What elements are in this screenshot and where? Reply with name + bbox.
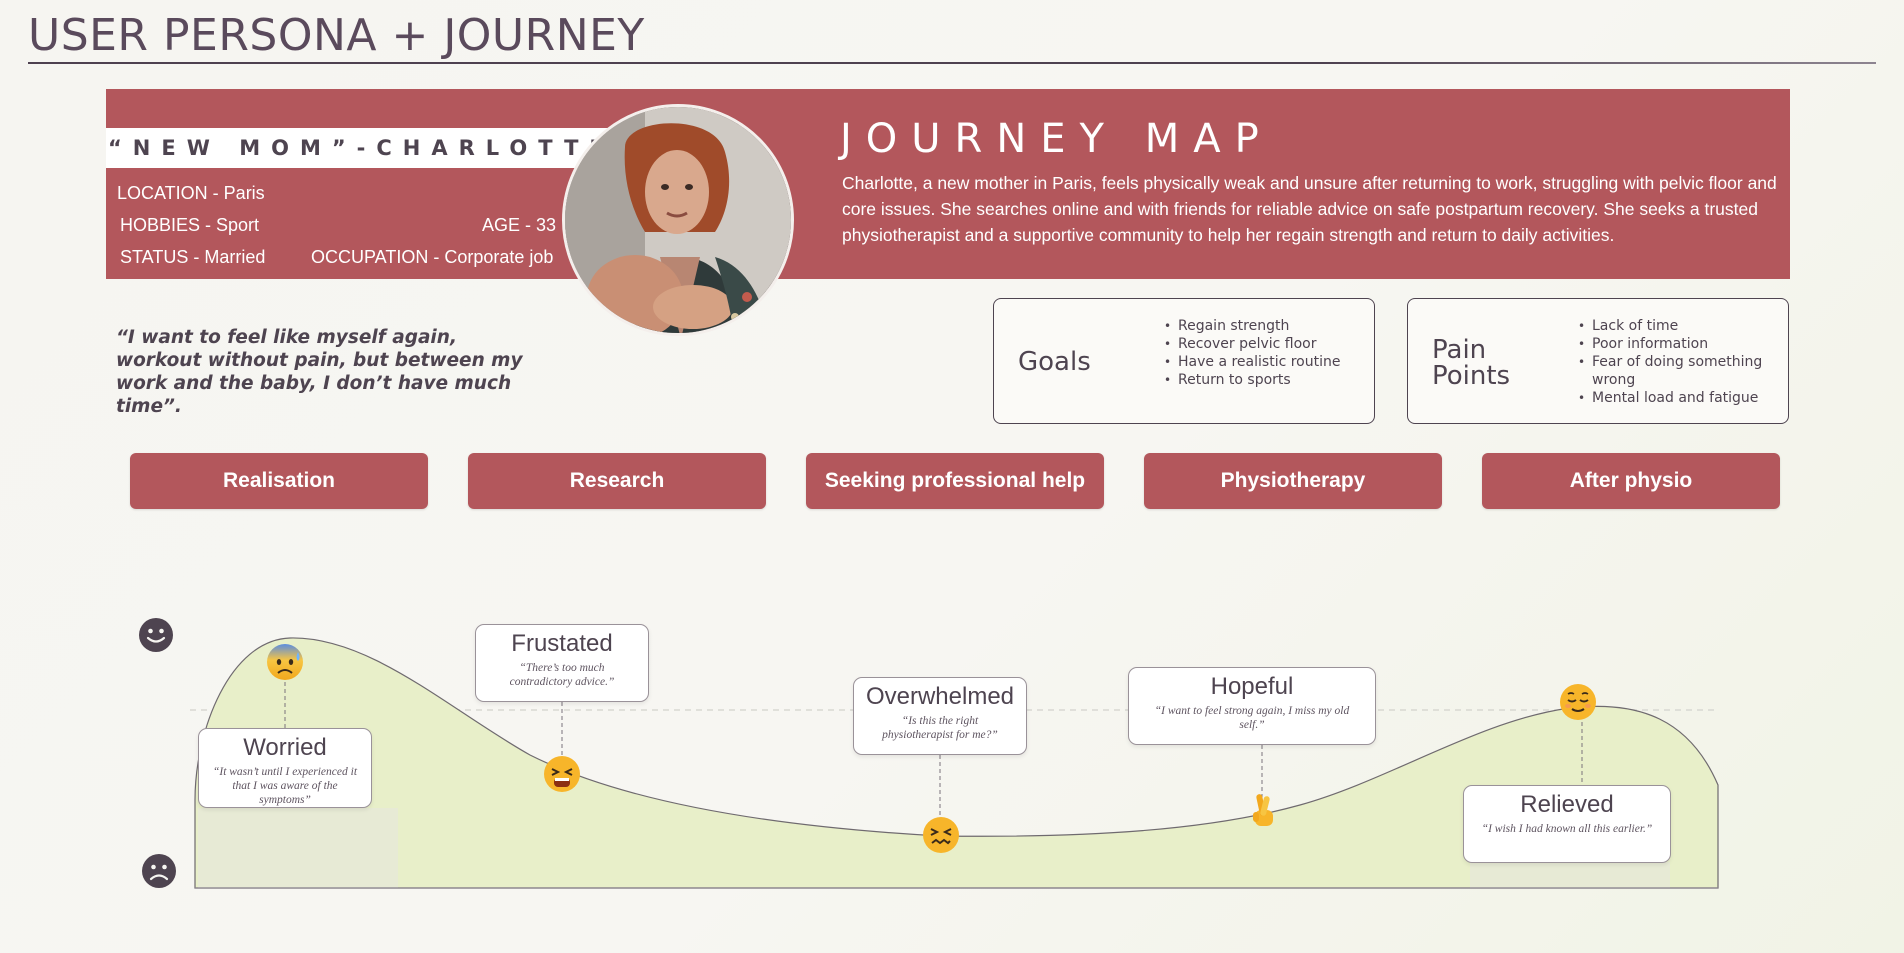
happy-face-icon — [139, 618, 173, 652]
pain-points-list: Lack of time Poor information Fear of do… — [1578, 317, 1778, 407]
confounded-face-emoji — [923, 817, 959, 853]
goal-item: Regain strength — [1164, 317, 1364, 335]
curve-shadow-left — [198, 808, 398, 888]
emotion-quote: “I wish I had known all this earlier.” — [1481, 823, 1653, 835]
relieved-face-emoji — [1560, 684, 1596, 720]
emotion-quote: “I want to feel strong again, I miss my … — [1154, 705, 1350, 731]
anxious-sweat-emoji — [267, 644, 303, 680]
emotion-card-hopeful: Hopeful “I want to feel strong again, I … — [1128, 667, 1376, 745]
persona-name-bar: “NEW MOM”-CHARLOTTE — [106, 128, 626, 168]
emotion-quote: “It wasn’t until I experienced it that I… — [212, 766, 358, 806]
journey-description: Charlotte, a new mother in Paris, feels … — [842, 173, 1777, 245]
emotion-title: Overwhelmed — [865, 683, 1015, 710]
goals-title: Goals — [1018, 347, 1091, 377]
goals-card: Goals Regain strength Recover pelvic flo… — [993, 298, 1375, 424]
goal-item: Have a realistic routine — [1164, 353, 1364, 371]
pain-point-item: Fear of doing something wrong — [1578, 353, 1778, 389]
persona-quote: “I want to feel like myself again, worko… — [116, 327, 523, 417]
emotion-title: Hopeful — [1210, 673, 1294, 700]
persona-status: STATUS - Married — [120, 247, 266, 267]
persona-hobbies: HOBBIES - Sport — [120, 215, 260, 235]
stage-research[interactable]: Research — [468, 453, 766, 509]
page-title: USER PERSONA + JOURNEY — [28, 10, 645, 61]
stage-after-physio[interactable]: After physio — [1482, 453, 1780, 509]
emotion-card-relieved: Relieved “I wish I had known all this ea… — [1463, 785, 1671, 863]
persona-age: AGE - 33 — [482, 215, 557, 235]
pain-point-item: Poor information — [1578, 335, 1778, 353]
pain-points-card: Pain Points Lack of time Poor informatio… — [1407, 298, 1789, 424]
emotion-title: Relieved — [1520, 791, 1614, 818]
tired-face-emoji — [544, 756, 580, 792]
persona-location: LOCATION - Paris — [117, 183, 265, 203]
stage-realisation[interactable]: Realisation — [130, 453, 428, 509]
emotion-quote: “Is this the right physiotherapist for m… — [882, 715, 998, 741]
emotion-quote: “There’s too much contradictory advice.” — [509, 662, 615, 688]
emotion-title: Worried — [243, 734, 327, 761]
goal-item: Return to sports — [1164, 371, 1364, 389]
journey-map-heading: JOURNEY MAP — [840, 116, 1273, 162]
stage-physiotherapy[interactable]: Physiotherapy — [1144, 453, 1442, 509]
emotion-card-frustated: Frustated “There’s too much contradictor… — [475, 624, 649, 702]
pain-points-title: Pain Points — [1432, 335, 1511, 391]
goals-list: Regain strength Recover pelvic floor Hav… — [1164, 317, 1364, 389]
sad-face-icon — [142, 854, 176, 888]
persona-banner — [106, 89, 1790, 279]
curve-shadow-right — [1470, 862, 1670, 888]
goal-item: Recover pelvic floor — [1164, 335, 1364, 353]
stage-seeking-professional-help[interactable]: Seeking professional help — [806, 453, 1104, 509]
emotion-card-worried: Worried “It wasn’t until I experienced i… — [198, 728, 372, 808]
emotion-card-overwhelmed: Overwhelmed “Is this the right physiothe… — [853, 677, 1027, 755]
title-divider — [28, 62, 1876, 64]
pain-point-item: Lack of time — [1578, 317, 1778, 335]
persona-name: “NEW MOM”-CHARLOTTE — [108, 136, 615, 160]
emotion-title: Frustated — [511, 630, 613, 657]
persona-occupation: OCCUPATION - Corporate job — [311, 247, 554, 267]
crossed-fingers-emoji — [1253, 794, 1273, 826]
pain-point-item: Mental load and fatigue — [1578, 389, 1778, 407]
